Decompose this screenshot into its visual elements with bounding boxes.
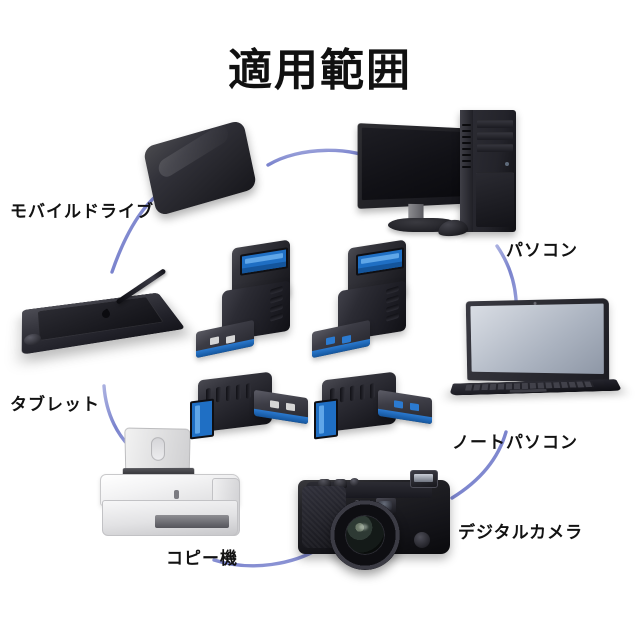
- camera-lens: [330, 500, 400, 570]
- label-copy-machine: コピー機: [166, 549, 238, 569]
- device-mobile-drive: [142, 119, 258, 217]
- page-title: 適用範囲: [228, 45, 412, 96]
- monitor-screen: [361, 127, 466, 201]
- usb-a-female-port: [190, 398, 214, 440]
- device-desktop-pc: [352, 104, 534, 239]
- laptop-base: [449, 379, 622, 396]
- label-digital-camera: デジタルカメラ: [458, 523, 584, 543]
- camera-exposure-dial: [334, 479, 347, 488]
- device-copy-machine: [100, 427, 260, 540]
- printer-icon: [102, 500, 238, 536]
- desktop-computer-icon: [357, 123, 469, 209]
- printer-tray-slot: [151, 437, 166, 461]
- device-digital-camera: [298, 466, 456, 578]
- plug-usb3-blue-insert: [196, 338, 254, 359]
- lens-flare: [358, 524, 368, 531]
- product-adapter-horizontal-grey: [188, 371, 312, 442]
- tower-drive-bay: [477, 144, 513, 152]
- graphics-tablet-icon: [21, 292, 186, 355]
- product-adapter-horizontal-blue: [312, 371, 436, 442]
- plug-contact: [326, 336, 335, 346]
- device-tablet: [21, 268, 190, 372]
- pc-tower: [460, 110, 516, 232]
- tablet-touch-wheel: [24, 332, 42, 347]
- tablet-active-area: [37, 297, 164, 341]
- plug-contact: [210, 336, 219, 346]
- label-notebook-pc: ノートパソコン: [452, 433, 578, 453]
- tower-front-panel: [476, 172, 514, 227]
- printer-output-tray: [155, 515, 229, 528]
- external-hard-drive-icon: [142, 119, 258, 217]
- label-desktop-pc: パソコン: [506, 241, 578, 261]
- product-adapter-vertical-grey: [196, 239, 304, 370]
- plug-contact: [270, 400, 279, 409]
- label-mobile-drive: モバイルドライブ: [10, 202, 154, 222]
- usb-a-female-port: [314, 398, 338, 440]
- tower-drive-bay: [477, 120, 513, 128]
- label-tablet: タブレット: [10, 395, 100, 415]
- laptop-icon: [465, 298, 610, 384]
- usb-a-male-plug: [312, 319, 370, 359]
- printer-power-button: [174, 490, 179, 499]
- port-contact-strip: [319, 405, 324, 434]
- lens-glass-element: [346, 516, 384, 554]
- device-notebook-pc: [449, 298, 632, 418]
- tower-side-panel: [460, 110, 473, 232]
- plug-contact: [394, 400, 403, 409]
- power-led-icon: [505, 162, 509, 166]
- plug-contact: [286, 402, 295, 412]
- usb-a-male-plug: [196, 319, 254, 359]
- camera-flash-icon: [410, 470, 438, 488]
- camera-shutter-button: [350, 478, 359, 486]
- camera-control-wheel: [414, 532, 430, 548]
- arc-tablet-to-drive: [110, 194, 158, 274]
- camera-mode-dial: [318, 479, 331, 488]
- arc-camera-to-laptop: [450, 430, 508, 500]
- laptop-screen: [470, 303, 604, 375]
- port-contact-strip: [195, 405, 200, 434]
- plug-contact: [410, 402, 419, 412]
- laptop-trackpad: [509, 388, 547, 393]
- viewfinder-glass: [379, 501, 392, 510]
- product-adapter-vertical-blue: [312, 239, 420, 370]
- flash-glass: [414, 474, 433, 482]
- plug-usb3-blue-insert: [312, 338, 370, 359]
- tower-drive-bay: [477, 132, 513, 140]
